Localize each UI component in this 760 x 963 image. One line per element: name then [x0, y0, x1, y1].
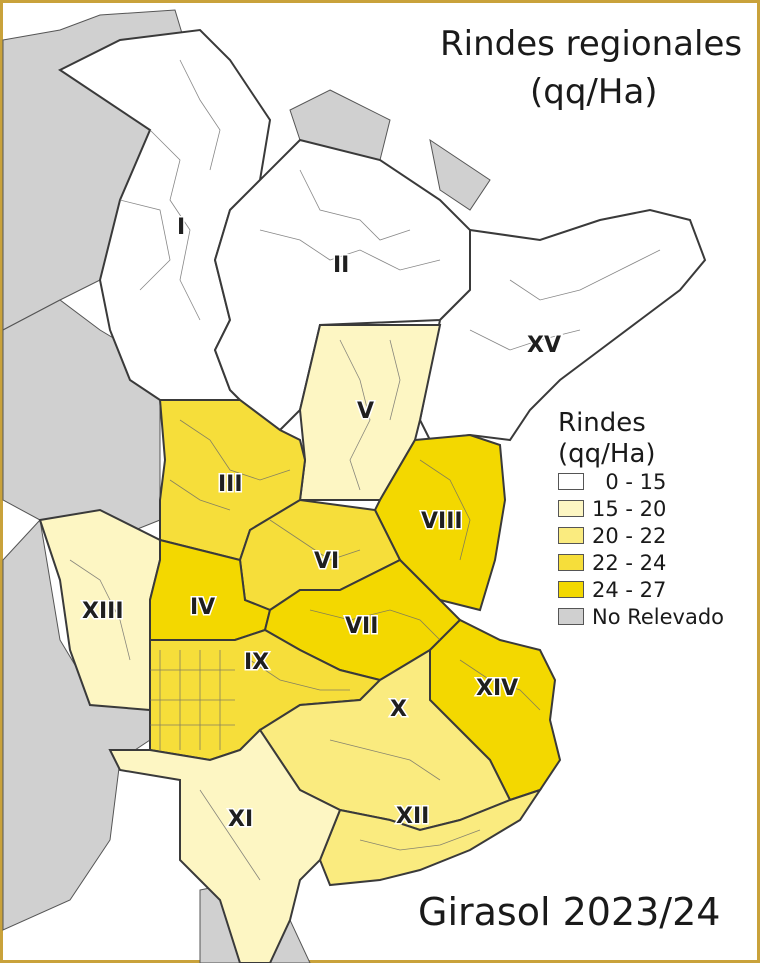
legend-item: 24 - 27	[558, 577, 758, 604]
map-title-line-1: Rindes regionales	[440, 24, 743, 64]
region-label-V: V	[357, 399, 374, 424]
legend-label: 20 - 22	[592, 524, 667, 548]
legend-swatch	[558, 500, 584, 517]
legend-label: 0 - 15	[592, 470, 667, 494]
region-label-XIII: XIII	[82, 599, 124, 624]
legend: Rindes (qq/Ha) 0 - 15 15 - 20 20 - 22 22 - …	[558, 407, 758, 631]
region-label-IV: IV	[190, 595, 215, 620]
legend-label: 15 - 20	[592, 497, 667, 521]
department-lines	[69, 59, 661, 881]
legend-item: 20 - 22	[558, 523, 758, 550]
legend-swatch	[558, 527, 584, 544]
legend-label: 24 - 27	[592, 578, 667, 602]
region-label-XII: XII	[396, 804, 429, 829]
region-label-VII: VII	[345, 614, 378, 639]
legend-item: 22 - 24	[558, 550, 758, 577]
legend-label: No Relevado	[592, 605, 725, 629]
region-label-IX: IX	[244, 650, 269, 675]
legend-title-line-2: (qq/Ha)	[558, 439, 656, 469]
region-label-X: X	[390, 697, 407, 722]
region-label-VI: VI	[314, 549, 339, 574]
legend-item: No Relevado	[558, 604, 758, 631]
region-label-II: II	[333, 253, 349, 278]
region-label-III: III	[218, 472, 243, 497]
region-XII	[318, 788, 543, 887]
crop-season-label: Girasol 2023/24	[418, 890, 721, 934]
legend-item: 0 - 15	[558, 469, 758, 496]
legend-swatch	[558, 608, 584, 625]
map-title-line-2: (qq/Ha)	[530, 72, 658, 112]
region-label-VIII: VIII	[421, 509, 463, 534]
legend-swatch	[558, 473, 584, 490]
legend-items: 0 - 15 15 - 20 20 - 22 22 - 24 24 - 27 No Rel…	[558, 469, 758, 631]
legend-label: 22 - 24	[592, 551, 667, 575]
region-labels: I II XV V III VIII VI XIII IV VII IX XIV…	[81, 214, 563, 834]
legend-swatch	[558, 554, 584, 571]
legend-swatch	[558, 581, 584, 598]
legend-title-line-1: Rindes	[558, 408, 646, 438]
legend-item: 15 - 20	[558, 496, 758, 523]
region-label-XV: XV	[527, 333, 561, 358]
region-label-I: I	[177, 215, 185, 240]
region-label-XIV: XIV	[476, 676, 518, 701]
region-XI	[108, 728, 342, 963]
region-label-XI: XI	[228, 807, 253, 832]
